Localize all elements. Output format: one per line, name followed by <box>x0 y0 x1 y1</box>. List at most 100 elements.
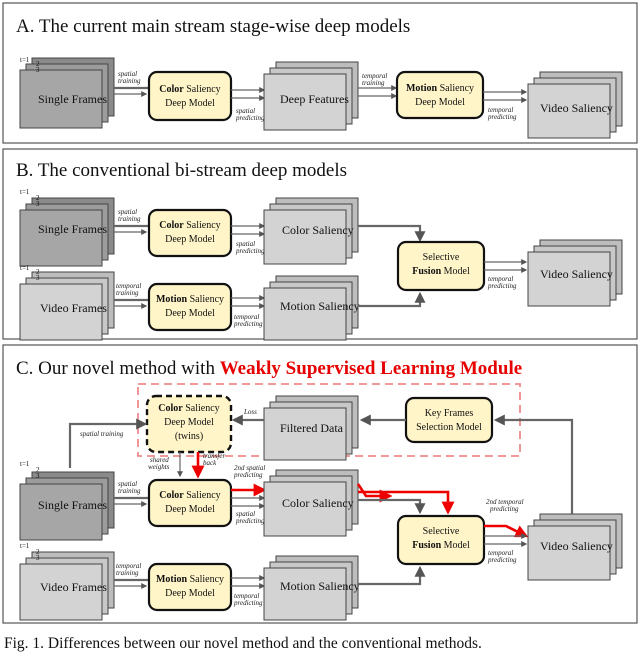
deep-features-label: Deep Features <box>280 92 349 106</box>
single-frames-label: Single Frames <box>38 222 107 236</box>
spatial-training-label-1: spatial <box>118 208 137 216</box>
color-saliency-model <box>147 70 233 122</box>
panel-c: C. Our novel method with Weakly Supervis… <box>2 344 638 624</box>
filtered-data-label: Filtered Data <box>280 421 344 435</box>
panel-c-title: C. Our novel method with Weakly Supervis… <box>16 358 522 379</box>
loss-label: Loss <box>243 408 257 416</box>
color-model-line1: Color Saliency <box>159 220 220 231</box>
fusion-model-line1: Selective <box>423 252 460 263</box>
spatial-predicting-label-2: predicting <box>235 517 265 525</box>
temporal-predicting-label-1: temporal <box>488 106 513 114</box>
temporal-predicting-label-2: predicting <box>487 282 517 290</box>
shared-weights-label-1: shared <box>150 456 169 464</box>
temporal-training-label-1: temporal <box>362 72 387 80</box>
video-saliency-label: Video Saliency <box>540 539 613 553</box>
motion-saliency-label: Motion Saliency <box>280 579 360 593</box>
video-saliency-to-key-frames-arrow <box>493 414 574 514</box>
spatial-predicting-label-2: predicting <box>235 114 265 122</box>
motion-model-line2: Deep Model <box>165 588 215 599</box>
spatial-predicting-label-1: spatial <box>236 107 255 115</box>
temporal-predicting-label-1: temporal <box>488 275 513 283</box>
video-frames-stack: t=1 2 3 Video Frames <box>19 264 115 341</box>
frame-index-2: 2 <box>36 268 40 276</box>
temporal-predicting-label-1: temporal <box>234 592 259 600</box>
temporal-training-label-2: training <box>362 79 385 87</box>
video-frames-label: Video Frames <box>40 580 107 594</box>
filtered-data-stack: Filtered Data <box>263 395 359 461</box>
frame-index-3: 3 <box>36 200 40 208</box>
key-frames-selection-model <box>404 396 494 444</box>
panel-b-title: B. The conventional bi-stream deep model… <box>16 160 347 181</box>
motion-model-line2: Deep Model <box>165 308 215 319</box>
color-saliency-stack: Color Saliency <box>263 197 359 265</box>
temporal-predicting-label-2: predicting <box>487 556 517 564</box>
frame-index-3: 3 <box>36 472 40 480</box>
color-to-fusion-red-arrow <box>358 490 455 515</box>
deep-features-stack: Deep Features <box>263 61 359 131</box>
color-saliency-model <box>147 478 233 528</box>
frame-index-2: 2 <box>36 548 40 556</box>
single-frames-stack: t=1 2 3 Single Frames <box>19 188 115 267</box>
frame-index-2: 2 <box>36 60 40 68</box>
shared-weights-label-2: weights <box>148 463 170 471</box>
temporal-training-label-2: training <box>116 289 139 297</box>
second-temporal-predicting-label-1: 2nd temporal <box>486 498 524 506</box>
single-frames-label: Single Frames <box>38 498 107 512</box>
second-spatial-predicting-label-2: predicting <box>233 471 263 479</box>
figure-caption: Fig. 1. Differences between our novel me… <box>4 635 482 652</box>
video-saliency-stack: Video Saliency <box>527 239 623 307</box>
color-model-line1: Color Saliency <box>159 84 220 95</box>
temporal-predicting-label-1: temporal <box>488 549 513 557</box>
key-frames-line1: Key Frames <box>425 408 474 419</box>
panel-a: A. The current main stream stage-wise de… <box>2 2 638 144</box>
temporal-predicting-label-1: temporal <box>234 313 259 321</box>
spatial-training-top-label: spatial training <box>80 430 124 438</box>
fusion-model-line2: Fusion Model <box>412 540 470 551</box>
color-model-line2: Deep Model <box>165 98 215 109</box>
spatial-training-label-2: training <box>118 77 141 85</box>
second-temporal-predicting-label-2: predicting <box>489 505 519 513</box>
temporal-training-label-2: training <box>116 569 139 577</box>
second-spatial-predicting-label-1: 2nd spatial <box>234 464 265 472</box>
motion-saliency-model <box>147 282 233 332</box>
frame-index-3: 3 <box>36 554 40 562</box>
motion-model-line1: Motion Saliency <box>156 574 224 585</box>
fusion-model-line1: Selective <box>423 526 460 537</box>
single-frames-stack: t=1 2 3 Single Frames <box>19 56 115 129</box>
twins-model-line3: (twins) <box>175 431 203 442</box>
spatial-predicting-label-2: predicting <box>235 247 265 255</box>
temporal-predicting-label-2: predicting <box>233 320 263 328</box>
motion-saliency-model <box>147 562 233 612</box>
single-frames-stack: t=1 2 3 Single Frames <box>19 460 115 541</box>
frame-index-1: t=1 <box>20 264 30 272</box>
color-saliency-label: Color Saliency <box>282 223 354 237</box>
motion-model-line1: Motion Saliency <box>406 83 474 94</box>
frame-index-3: 3 <box>36 66 40 74</box>
spatial-training-label-1: spatial <box>118 70 137 78</box>
motion-saliency-stack: Motion Saliency <box>263 555 360 621</box>
spatial-training-label-2: training <box>118 215 141 223</box>
transfer-back-label-1: transfer <box>203 452 225 460</box>
spatial-training-label-1: spatial <box>118 480 137 488</box>
spatial-predicting-label-1: spatial <box>236 240 255 248</box>
frame-index-3: 3 <box>36 274 40 282</box>
temporal-training-label-1: temporal <box>116 282 141 290</box>
transfer-back-label-2: back <box>203 459 217 467</box>
frame-index-1: t=1 <box>20 56 30 64</box>
color-saliency-model <box>147 208 233 258</box>
temporal-predicting-label-2: predicting <box>487 113 517 121</box>
motion-saliency-model <box>395 70 485 120</box>
video-saliency-label: Video Saliency <box>540 101 613 115</box>
frame-index-1: t=1 <box>20 460 30 468</box>
motion-model-line2: Deep Model <box>415 97 465 108</box>
fusion-model-line2: Fusion Model <box>412 266 470 277</box>
motion-model-line1: Motion Saliency <box>156 294 224 305</box>
frame-index-1: t=1 <box>20 188 30 196</box>
frame-index-1: t=1 <box>20 542 30 550</box>
single-frames-label: Single Frames <box>38 92 107 106</box>
spatial-predicting-label-1: spatial <box>236 510 255 518</box>
temporal-predicting-label-2: predicting <box>233 599 263 607</box>
twins-model-line1: Color Saliency <box>158 403 219 414</box>
panel-a-title: A. The current main stream stage-wise de… <box>16 16 410 37</box>
